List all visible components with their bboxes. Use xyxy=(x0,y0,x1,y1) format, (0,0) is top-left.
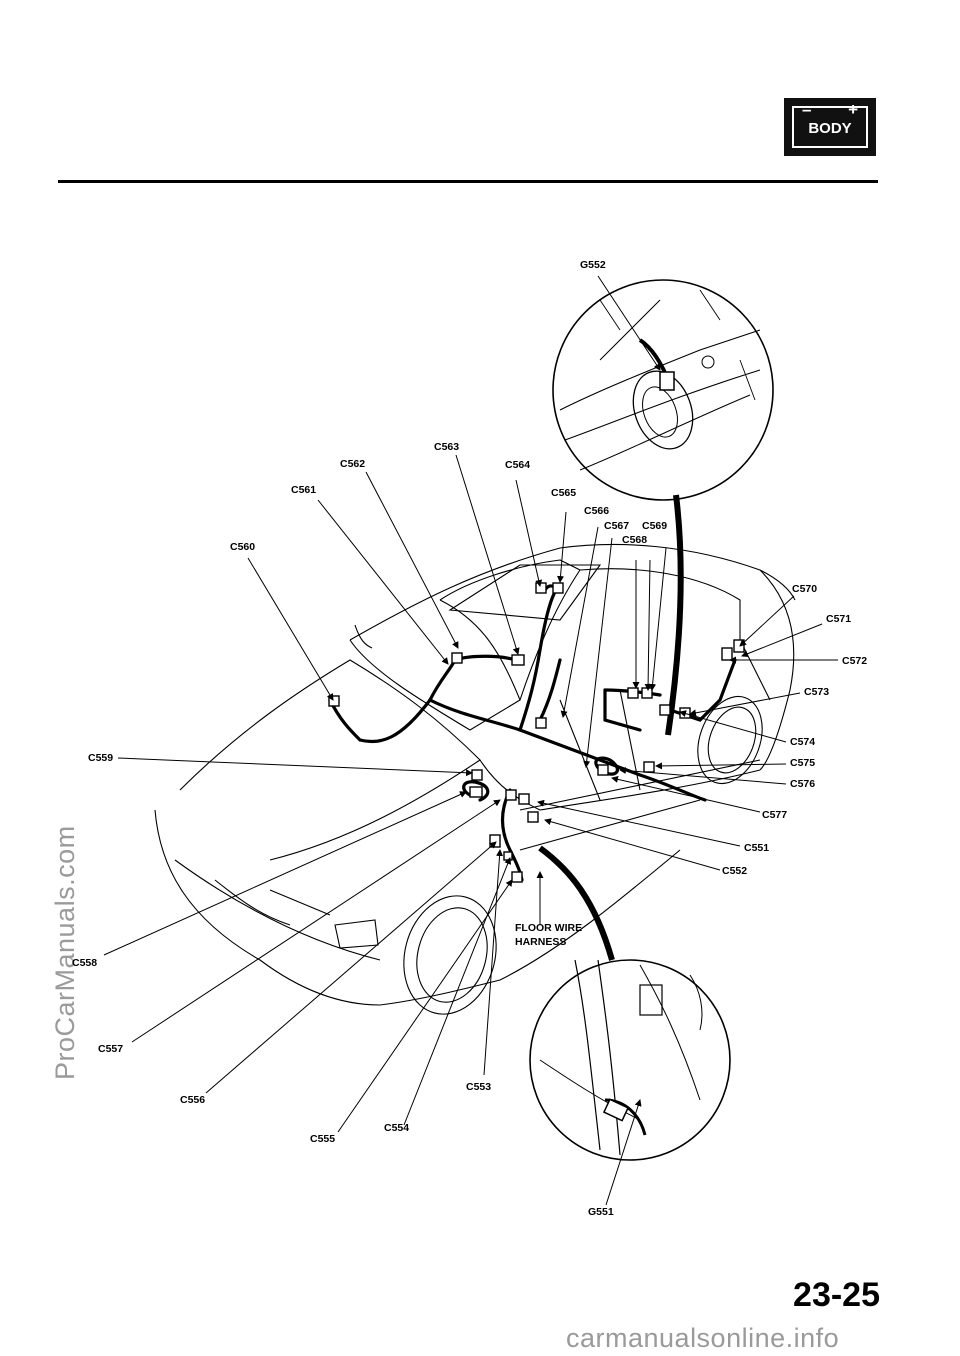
label-c571: C571 xyxy=(826,613,851,625)
label-c552: C552 xyxy=(722,865,747,877)
label-c553: C553 xyxy=(466,1081,491,1093)
label-c556: C556 xyxy=(180,1094,205,1106)
label-c558: C558 xyxy=(72,957,97,969)
header-rule xyxy=(58,180,878,183)
battery-icon xyxy=(792,106,868,148)
label-c551: C551 xyxy=(744,842,769,854)
page-number: 23-25 xyxy=(793,1276,880,1314)
label-c560: C560 xyxy=(230,541,255,553)
label-c572: C572 xyxy=(842,655,867,667)
bottom-watermark: carmanualsonline.info xyxy=(566,1323,840,1353)
section-badge-label: BODY xyxy=(808,120,852,137)
label-c557: C557 xyxy=(98,1043,123,1055)
label-c564: C564 xyxy=(505,459,530,471)
label-c570: C570 xyxy=(792,583,817,595)
label-c565: C565 xyxy=(551,487,576,499)
g552-detail-inset xyxy=(552,279,774,501)
inset-leader-bottom xyxy=(538,845,615,961)
callout-labels: G552 C563 C562 C564 C561 C565 C566 C567 … xyxy=(72,259,867,1218)
floor-wire-harness xyxy=(328,584,737,882)
label-floor-harness-1: FLOOR WIRE xyxy=(515,922,582,934)
label-c554: C554 xyxy=(384,1122,409,1134)
label-c561: C561 xyxy=(291,484,316,496)
label-c566: C566 xyxy=(584,505,609,517)
battery-terminals: – + xyxy=(802,100,858,120)
label-g551: G551 xyxy=(588,1206,614,1218)
section-badge-body: – + BODY xyxy=(784,98,876,156)
label-c555: C555 xyxy=(310,1133,335,1145)
label-c574: C574 xyxy=(790,736,815,748)
label-c577: C577 xyxy=(762,809,787,821)
label-c559: C559 xyxy=(88,752,113,764)
label-c568: C568 xyxy=(622,534,647,546)
label-c562: C562 xyxy=(340,458,365,470)
car-body-illustration xyxy=(154,543,796,1015)
label-c567: C567 xyxy=(604,520,629,532)
label-c573: C573 xyxy=(804,686,829,698)
label-g552: G552 xyxy=(580,259,606,271)
leader-lines xyxy=(103,275,838,1206)
label-c576: C576 xyxy=(790,778,815,790)
inset-leader-top xyxy=(665,494,684,736)
plus-sign: + xyxy=(848,100,858,119)
g551-detail-inset xyxy=(529,959,731,1161)
label-c569: C569 xyxy=(642,520,667,532)
label-floor-harness-2: HARNESS xyxy=(515,936,566,948)
label-c575: C575 xyxy=(790,757,815,769)
minus-sign: – xyxy=(802,100,812,119)
label-c563: C563 xyxy=(434,441,459,453)
